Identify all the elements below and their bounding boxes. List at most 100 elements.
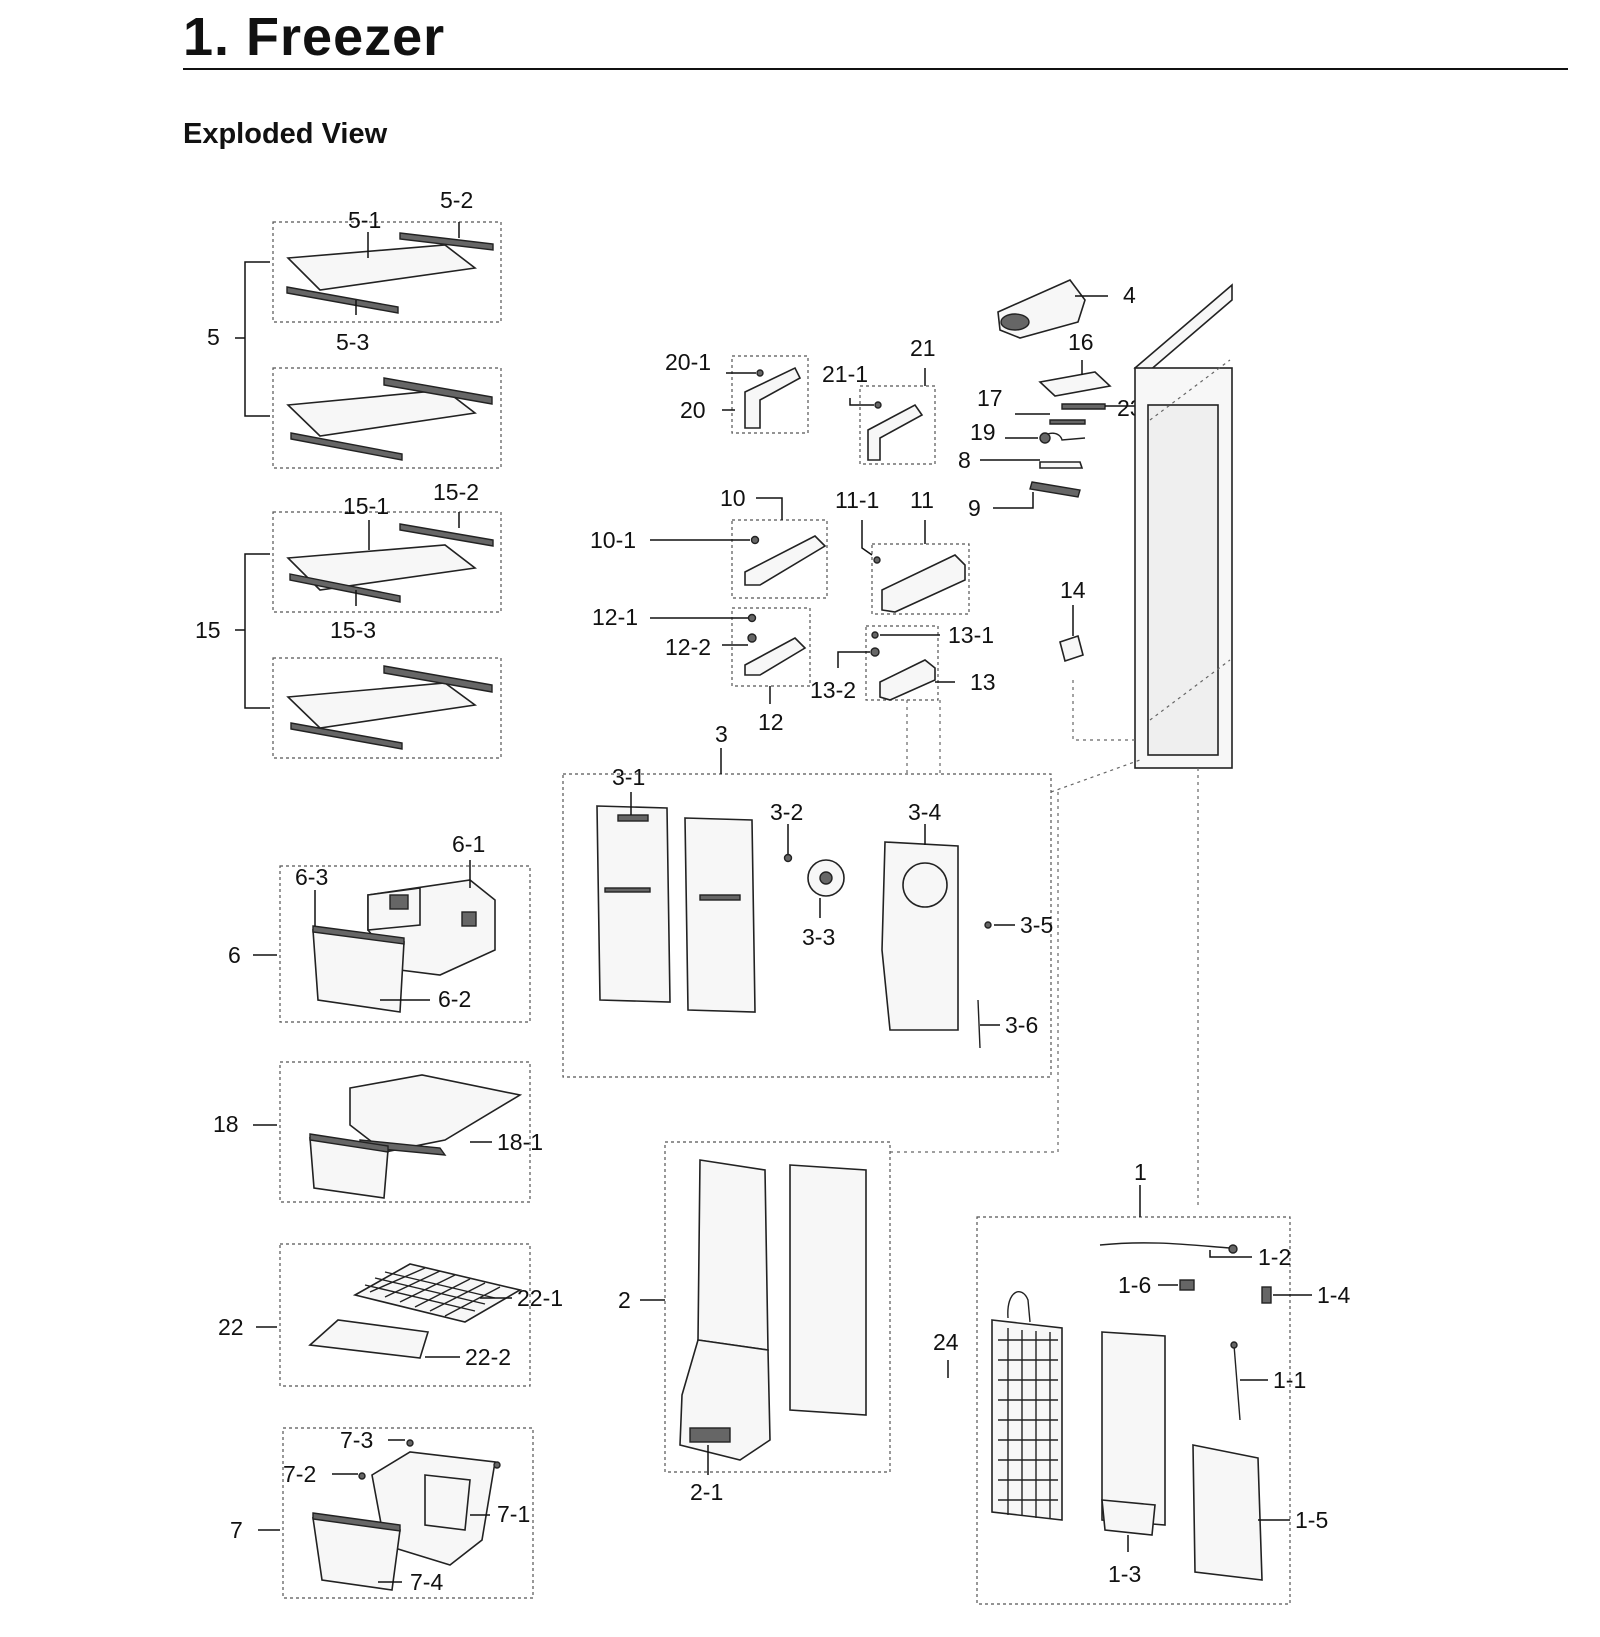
callout-12-1: 12-1 [592,604,638,630]
part-group-20-21: 20-1 20 21-1 21 [665,335,936,465]
callout-13-1: 13-1 [948,622,994,648]
part-10-1-screw [750,535,760,545]
leader-15 [235,553,270,709]
callout-7-3: 7-3 [340,1427,373,1453]
wire-shelf-assembly-22: 22 22-1 22-2 [218,1243,563,1387]
callout-15-3: 15-3 [330,617,376,643]
part-10-box [731,519,828,599]
part-3-4-fan-shroud [902,862,948,908]
part-12-2-clip [747,633,757,643]
part-20-bracket [744,366,802,429]
part-23-strip [1061,403,1106,410]
part-16-cover [1038,371,1112,397]
callout-11: 11 [910,487,934,513]
evaporator-assembly-1: 1 1-2 1-6 1-4 24 1-3 1-1 1-5 [933,768,1350,1605]
shelf-15-glass-lower [286,682,478,729]
callout-1-6: 1-6 [1118,1272,1151,1298]
callout-19: 19 [970,419,996,445]
bin-assembly-18: 18 18-1 [213,1061,543,1203]
part-3-3-fan-hub [819,871,833,885]
bin-assembly-7: 7-3 7-2 7 7-1 7-4 [230,1427,534,1599]
cabinet-liner-guide [1149,359,1231,721]
title-divider [183,68,1568,70]
guide-13-to-3 [906,700,941,774]
callout-13-2: 13-2 [810,677,856,703]
guide-3-to-cabinet [1050,759,1141,793]
callout-5-3: 5-3 [336,329,369,355]
leader-21-1 [849,398,874,406]
callout-5: 5 [207,324,220,350]
shelf-15-rear-trim-lower [383,665,493,693]
part-3-2-screw [783,853,793,863]
callout-20-1: 20-1 [665,349,711,375]
part-3-5-screw [984,921,992,929]
shelf-5-lower-box [272,367,502,469]
part-1-6-fuse [1179,1279,1195,1291]
part-13-2-clip [870,647,880,657]
callout-5-1: 5-1 [348,207,381,233]
callout-3-5: 3-5 [1020,912,1053,938]
part-20-box [731,355,809,434]
bin-6-front-trim [312,925,405,945]
callout-1-3: 1-3 [1108,1561,1141,1587]
shelf-5-glass-lower [286,389,477,437]
part-13-board [879,659,936,701]
part-19-sensor-head [1039,432,1051,444]
part-2-1-grille [689,1427,731,1443]
callout-3-2: 3-2 [770,799,803,825]
shelf-15-front-trim-lower [290,722,403,750]
guide-14-to-cabinet [1072,680,1135,741]
callout-13: 13 [970,669,996,695]
bin-7-front-trim [312,1512,401,1532]
callout-20: 20 [680,397,706,423]
guide-2-to-3 [890,792,1059,1153]
part-12-1-screw [747,613,757,623]
callout-7-2: 7-2 [283,1461,316,1487]
part-8-rod [1039,461,1084,469]
section-subtitle: Exploded View [183,118,388,150]
part-1-5-cover [1192,1444,1263,1581]
callout-2-1: 2-1 [690,1479,723,1505]
callout-9: 9 [968,495,981,521]
callout-21-1: 21-1 [822,361,868,387]
callout-24: 24 [933,1329,959,1355]
part-24-fins [998,1328,1058,1519]
part-3-6-wire [977,999,981,1049]
callout-1-1: 1-1 [1273,1367,1306,1393]
shelf-15-front-trim-upper [289,573,401,603]
shelf-5-glass-upper [286,244,477,291]
callout-16: 16 [1068,329,1094,355]
bin-7-clip-top [406,1439,414,1447]
leader-11-1 [861,520,873,556]
callout-18: 18 [213,1111,239,1137]
callout-6-3: 6-3 [295,864,328,890]
part-17-strip [1049,419,1086,425]
bin-18-tray [349,1074,523,1153]
shelf-5-rear-trim-upper [399,232,494,251]
callout-12-2: 12-2 [665,634,711,660]
callout-11-1: 11-1 [835,487,879,513]
part-10-bracket [744,535,827,586]
assembly-1-box [976,1216,1291,1605]
callout-15-1: 15-1 [343,493,389,519]
shelf-15-lower-box [272,657,502,759]
callout-15: 15 [195,617,221,643]
part-12-box [731,607,811,687]
leader-1-2 [1209,1250,1252,1258]
part-3-1-panel-slot [699,894,741,901]
shelf-5-front-trim-upper [286,286,399,314]
part-11-box [871,543,970,615]
callout-1-4: 1-4 [1317,1282,1350,1308]
callout-12: 12 [758,709,784,735]
callout-3-1: 3-1 [612,764,645,790]
callout-6-2: 6-2 [438,986,471,1012]
part-11-board [881,554,966,613]
callout-7-1: 7-1 [497,1501,530,1527]
callout-6: 6 [228,942,241,968]
callout-7-4: 7-4 [410,1569,443,1595]
shelf-assembly-5: 5-1 5-2 5 5-3 [207,187,502,469]
bin-18-front-trim [309,1133,389,1153]
callout-22-2: 22-2 [465,1344,511,1370]
part-1-1-tip [1230,1341,1238,1349]
leader-10 [756,497,783,520]
